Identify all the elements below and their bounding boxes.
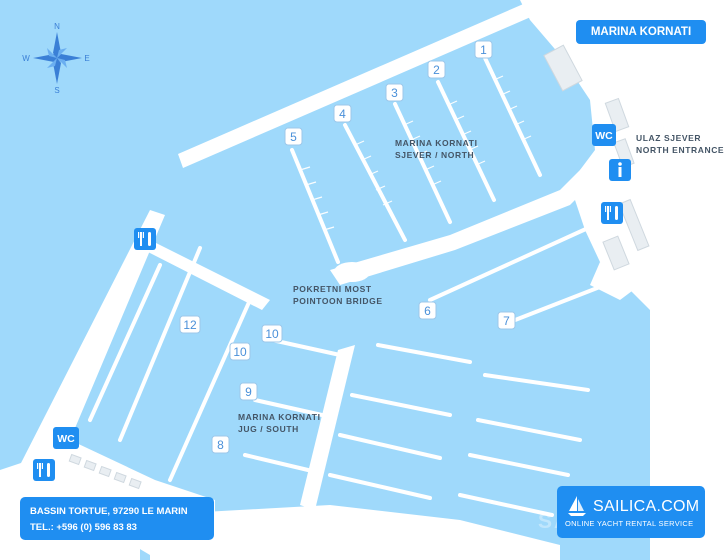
wc-icon-west: WC: [53, 427, 79, 449]
label-bridge-1: POKRETNI MOST: [293, 284, 372, 294]
south-piers: [88, 246, 590, 554]
pier-label-5: 5: [290, 130, 297, 144]
brand-tagline: ONLINE YACHT RENTAL SERVICE: [565, 519, 694, 528]
pier-label-6: 6: [424, 304, 431, 318]
wc-label-2: WC: [57, 433, 75, 445]
brand-box[interactable]: SAILICA.COM ONLINE YACHT RENTAL SERVICE: [557, 486, 705, 538]
pier-label-8: 8: [217, 438, 224, 452]
label-entrance-2: NORTH ENTRANCE: [636, 145, 724, 155]
restaurant-icon-west: [134, 228, 156, 250]
compass-e: E: [84, 54, 89, 63]
label-north-marina-2: SJEVER / NORTH: [395, 150, 474, 160]
phone-line[interactable]: TEL.: +596 (0) 596 83 83: [30, 522, 137, 533]
pier-label-9: 9: [245, 385, 252, 399]
pier-label-1: 1: [480, 43, 487, 57]
wharf-east: [590, 262, 640, 300]
restaurant-icon: [601, 202, 623, 224]
compass-s: S: [54, 86, 59, 95]
label-south-marina-1: MARINA KORNATI: [238, 412, 321, 422]
label-north-marina-1: MARINA KORNATI: [395, 138, 478, 148]
wc-label-1: WC: [595, 130, 613, 142]
bridge-pivot: [334, 262, 370, 282]
land-west: [20, 210, 215, 555]
arm-west: [148, 240, 270, 310]
berths: [299, 75, 532, 231]
pier-label-12: 12: [183, 318, 197, 332]
pier-label-3: 3: [391, 86, 398, 100]
label-south-marina-2: JUG / SOUTH: [238, 424, 299, 434]
address-box: BASSIN TORTUE, 97290 LE MARIN TEL.: +596…: [20, 497, 214, 540]
pier-label-10a: 10: [233, 345, 247, 359]
brand-name[interactable]: SAILICA.COM: [593, 498, 700, 515]
compass-rose: N S E W: [22, 22, 89, 95]
pier-central-south: [300, 345, 355, 510]
breakwater-north: [178, 2, 533, 168]
land-south: [150, 505, 560, 560]
marina-title: MARINA KORNATI: [576, 20, 706, 44]
pier-label-4: 4: [339, 107, 346, 121]
buildings: [68, 44, 650, 490]
address-line: BASSIN TORTUE, 97290 LE MARIN: [30, 506, 188, 517]
pier-badges: [179, 40, 516, 454]
pier-label-10b: 10: [265, 327, 279, 341]
quay-north: [330, 160, 600, 285]
compass-w: W: [22, 54, 30, 63]
info-icon: [609, 159, 631, 181]
label-entrance-1: ULAZ SJEVER: [636, 133, 701, 143]
north-piers: [290, 56, 612, 324]
compass-n: N: [54, 22, 60, 31]
wc-icon: WC: [592, 124, 616, 146]
restaurant-icon-southwest: [33, 459, 55, 481]
label-bridge-2: POINTOON BRIDGE: [293, 296, 383, 306]
pier-label-7: 7: [503, 314, 510, 328]
sail-logo-icon: [568, 496, 586, 516]
pier-label-2: 2: [433, 63, 440, 77]
